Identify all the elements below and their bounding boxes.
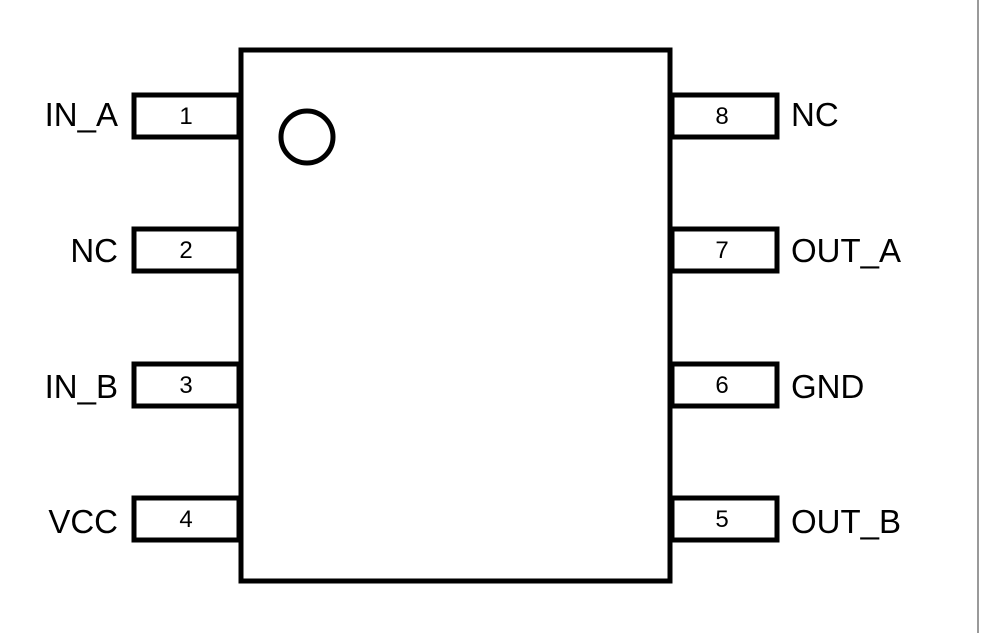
pin-2-number: 2 [179, 237, 192, 264]
pin-4-lead [131, 495, 242, 543]
pin-3: 3 IN_B [45, 361, 242, 409]
pin-8-label: NC [791, 96, 839, 133]
pin-7: 7 OUT_A [669, 226, 901, 274]
frame-right-border [977, 0, 979, 633]
pin-6-label: GND [791, 368, 864, 405]
pin-3-number: 3 [179, 372, 192, 399]
pin-5-number: 5 [715, 506, 728, 533]
pin-4-number: 4 [179, 506, 192, 533]
pin-4: 4 VCC [48, 495, 242, 543]
pin-7-number: 7 [715, 237, 728, 264]
pin-2-label: NC [70, 232, 118, 269]
pin-3-lead [131, 361, 242, 409]
pin-3-label: IN_B [45, 368, 118, 405]
pin-6-lead [669, 361, 780, 409]
pin-5: 5 OUT_B [669, 495, 901, 543]
pin-7-label: OUT_A [791, 232, 901, 269]
pin-8: 8 NC [669, 92, 839, 140]
pin-8-number: 8 [715, 103, 728, 130]
pin-7-lead [669, 226, 780, 274]
pin-5-label: OUT_B [791, 503, 901, 540]
pin-5-lead [669, 495, 780, 543]
pin-1-number: 1 [179, 103, 192, 130]
pin-6-number: 6 [715, 372, 728, 399]
pin-1-lead [131, 92, 242, 140]
pin-4-label: VCC [48, 503, 118, 540]
pin1-marker-icon [278, 108, 336, 166]
pin-2: 2 NC [70, 226, 242, 274]
pin-8-lead [669, 92, 780, 140]
pin-2-lead [131, 226, 242, 274]
pin-1-label: IN_A [45, 96, 118, 133]
ic-body [238, 47, 673, 584]
pin-1: 1 IN_A [45, 92, 242, 140]
pin-6: 6 GND [669, 361, 864, 409]
